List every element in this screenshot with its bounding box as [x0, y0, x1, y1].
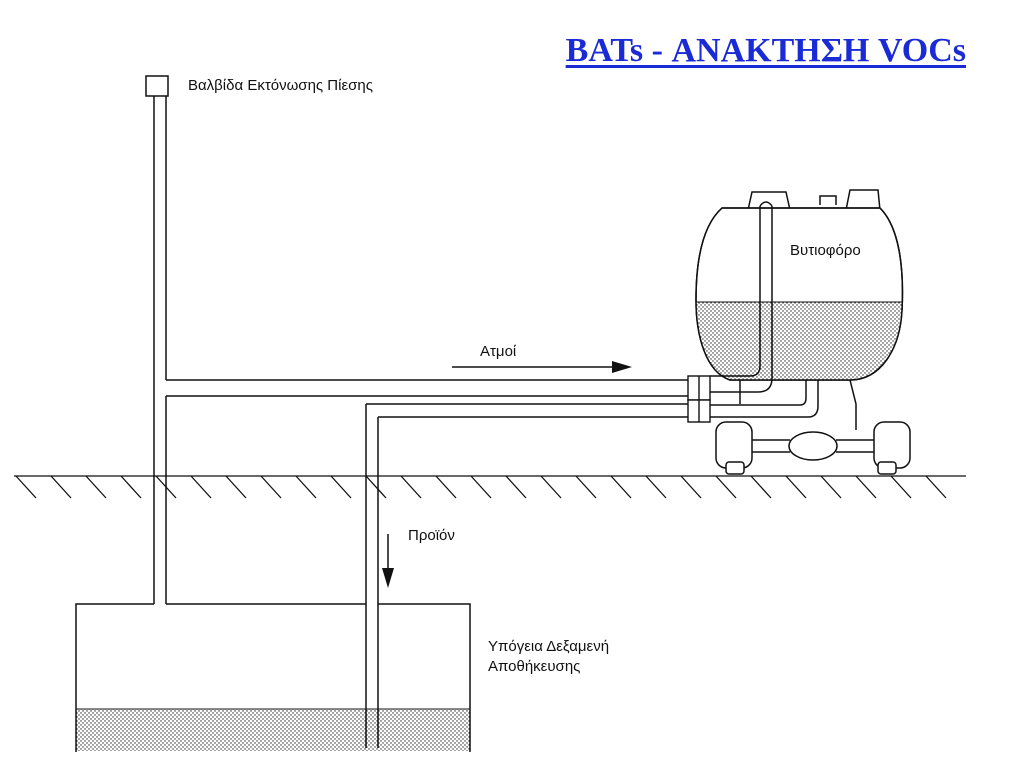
slide-title: BATs - ΑΝΑΚΤΗΣΗ VOCs	[565, 32, 966, 69]
relief-valve-label: Βαλβίδα Εκτόνωσης Πίεσης	[188, 77, 373, 94]
tank-liquid	[76, 709, 470, 751]
relief-valve-icon	[145, 75, 169, 97]
vapor-pipe	[166, 379, 690, 397]
product-label: Προϊόν	[408, 527, 455, 544]
ground-hatching	[15, 475, 947, 499]
tanker-liquid	[696, 302, 903, 380]
front-wheel-icon	[715, 421, 753, 469]
tank-label-line2: Αποθήκευσης	[488, 658, 581, 675]
vent-pipe	[145, 75, 169, 604]
tanker-truck	[695, 189, 911, 475]
underground-tank	[75, 603, 471, 752]
flow-arrows	[382, 361, 632, 588]
vapors-label: Ατμοί	[480, 343, 517, 360]
differential-icon	[788, 431, 838, 461]
tanker-label: Βυτιοφόρο	[790, 242, 861, 259]
rear-wheel-icon	[873, 421, 911, 469]
tank-label-line1: Υπόγεια Δεξαμενή	[488, 638, 610, 655]
ground	[14, 475, 966, 499]
couplings	[687, 375, 711, 423]
product-pipe	[365, 403, 690, 748]
tank-outline	[75, 603, 471, 752]
